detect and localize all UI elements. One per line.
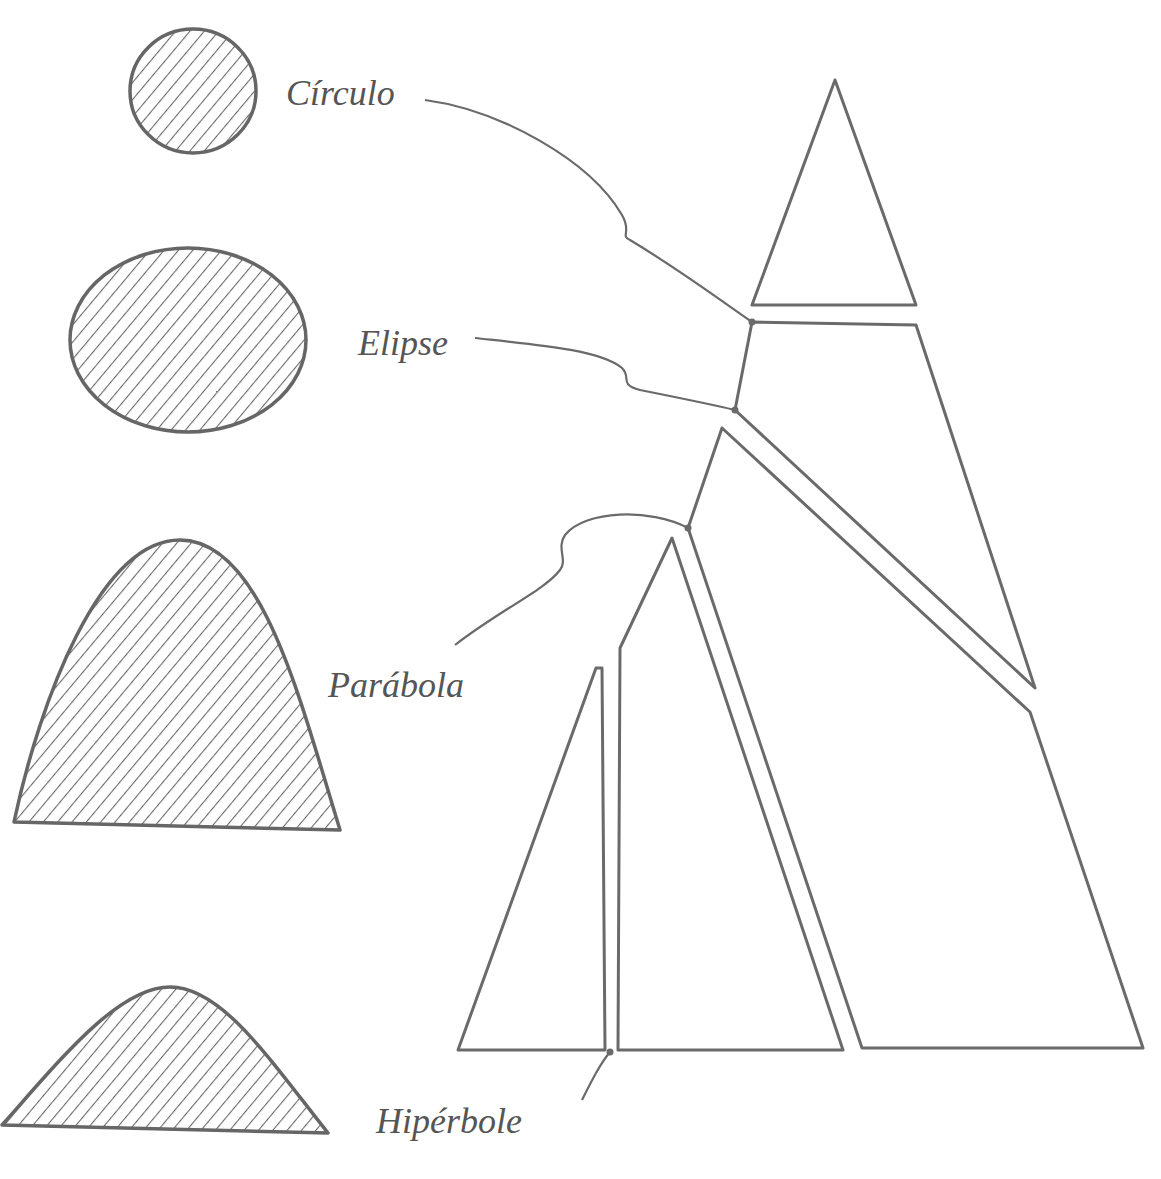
leader-line: [475, 338, 735, 410]
circle-section: [130, 29, 256, 153]
parabola-section: [14, 540, 340, 830]
leader-line: [425, 100, 752, 322]
cone-tip: [752, 80, 916, 305]
leader-line: [455, 514, 688, 645]
cut-point: [732, 407, 739, 414]
leader-line: [582, 1052, 610, 1100]
cut-point: [607, 1049, 614, 1056]
curve-label: Parábola: [328, 664, 464, 706]
cut-point: [685, 525, 692, 532]
cut-point: [749, 319, 756, 326]
curve-label: Círculo: [286, 72, 395, 114]
cone-piece: [618, 538, 843, 1050]
hyperbola-section: [2, 987, 328, 1133]
curve-label: Hipérbole: [376, 1100, 522, 1142]
ellipse-section: [70, 248, 306, 432]
cone-piece: [458, 668, 605, 1050]
curve-label: Elipse: [358, 322, 448, 364]
